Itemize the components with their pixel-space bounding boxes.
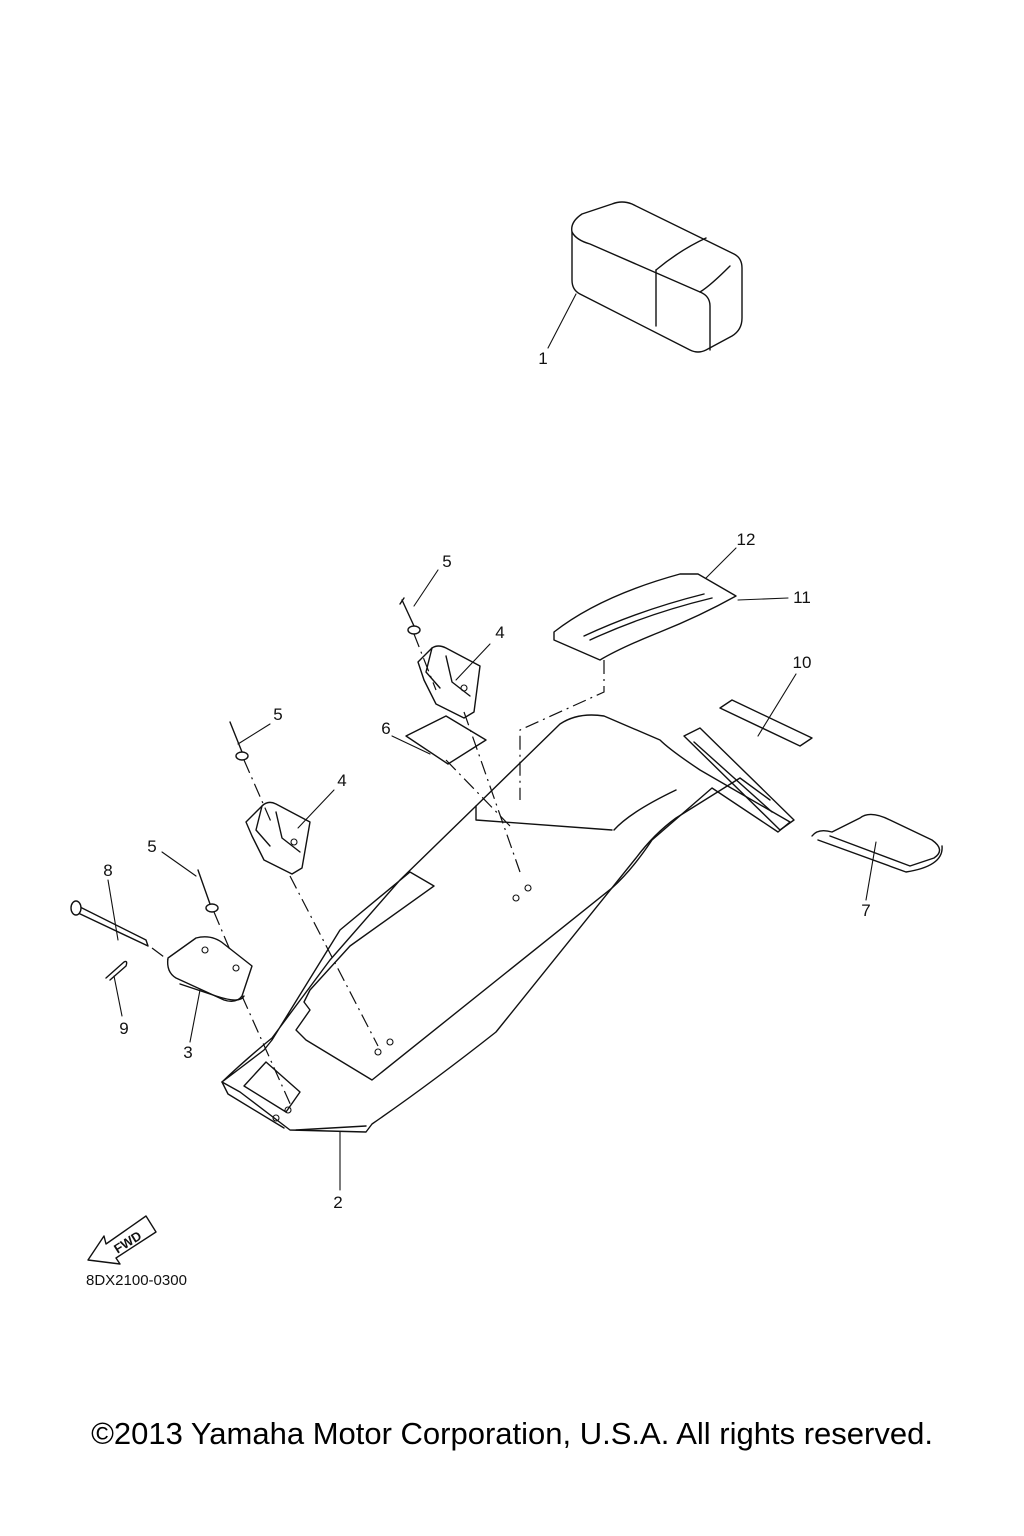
- label-part-12: 12: [737, 530, 756, 549]
- copyright-notice: ©2013 Yamaha Motor Corporation, U.S.A. A…: [91, 1416, 933, 1451]
- part-6-pad: [405, 715, 487, 765]
- hole-markers: [272, 884, 532, 1122]
- part-5-rivet-middle: [229, 721, 249, 761]
- part-5-rivet-upper: [399, 597, 421, 635]
- part-4-clip-upper: [417, 645, 481, 719]
- label-part-5-lower: 5: [147, 837, 156, 856]
- diagram-code: 8DX2100-0300: [86, 1272, 187, 1289]
- label-part-4-upper: 4: [495, 623, 504, 642]
- label-part-5-middle: 5: [273, 705, 282, 724]
- label-part-7: 7: [861, 901, 870, 920]
- label-part-2: 2: [333, 1193, 342, 1212]
- label-part-6: 6: [381, 719, 390, 738]
- part-8-pin: [70, 900, 149, 947]
- label-part-11: 11: [793, 588, 811, 607]
- part-4-clip-lower: [245, 801, 311, 875]
- part-1-bag: [571, 201, 743, 353]
- leader-lines: [107, 293, 877, 1191]
- label-part-4-lower: 4: [337, 771, 346, 790]
- label-part-1: 1: [538, 349, 547, 368]
- part-11-12-cover: [553, 573, 737, 661]
- label-part-3: 3: [183, 1043, 192, 1062]
- label-part-9: 9: [119, 1019, 128, 1038]
- part-2-frame: [221, 714, 795, 1133]
- part-7-rod: [811, 813, 943, 873]
- assembly-lines: [151, 633, 605, 1109]
- label-part-5-upper: 5: [442, 552, 451, 571]
- fwd-arrow-icon: FWD: [87, 1215, 157, 1265]
- label-part-8: 8: [103, 861, 112, 880]
- part-5-rivet-lower: [197, 869, 219, 913]
- part-3-hinge: [166, 936, 253, 1003]
- part-9-cotter-pin: [105, 960, 128, 981]
- label-part-10: 10: [793, 653, 812, 672]
